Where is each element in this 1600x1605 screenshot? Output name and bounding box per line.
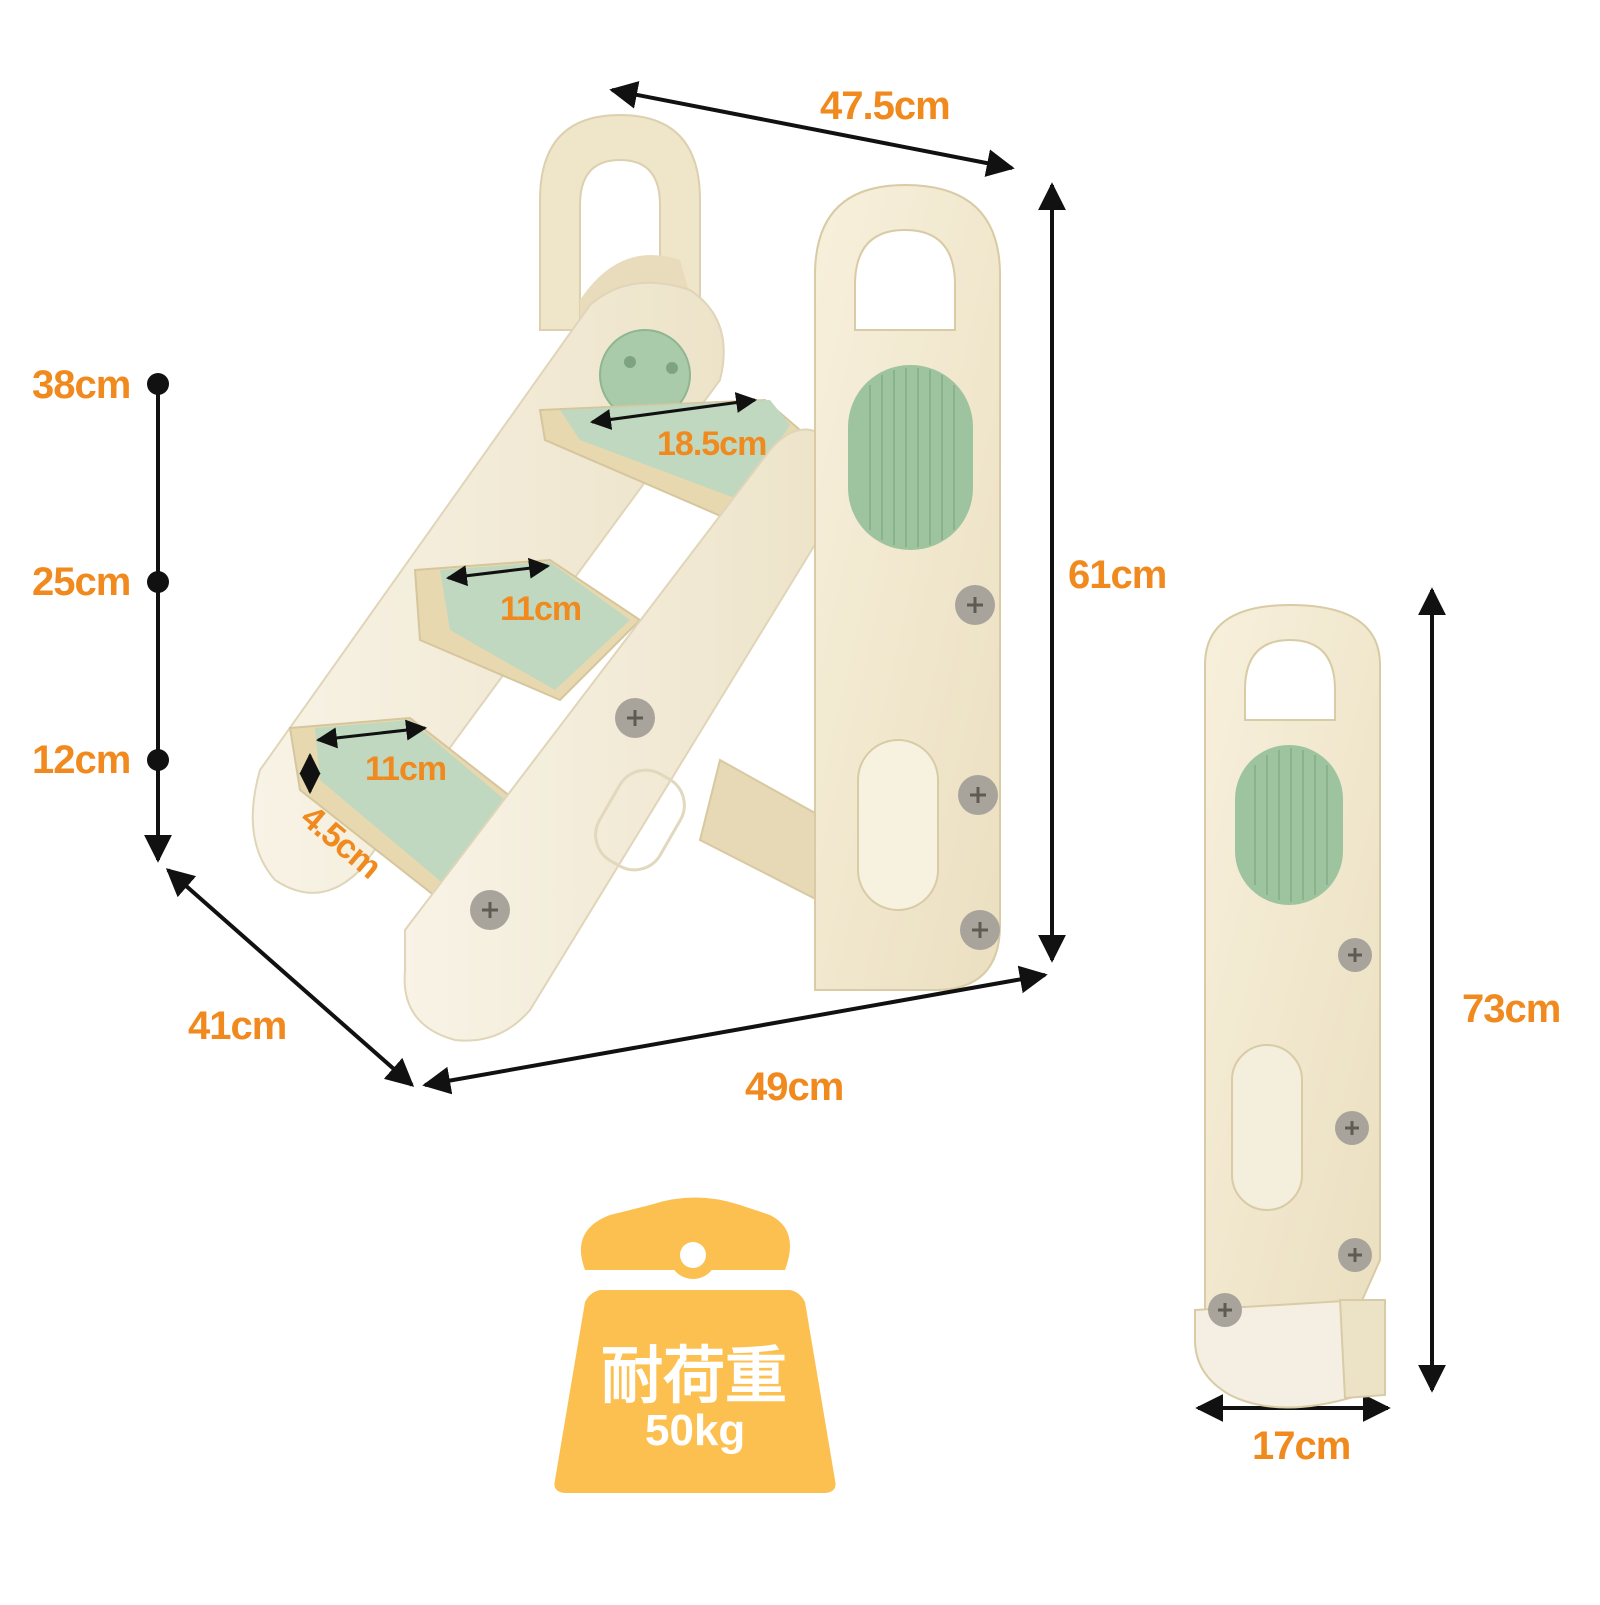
- label-step-top-width: 18.5cm: [657, 425, 767, 463]
- screw-icon: [615, 698, 655, 738]
- marker-dot: [147, 749, 169, 771]
- label-step-low-width: 11cm: [365, 750, 447, 788]
- load-capacity-value: 50kg: [645, 1406, 746, 1455]
- screw-icon: [1208, 1293, 1242, 1327]
- step-stool-unfolded: [251, 113, 1001, 1042]
- label-top-width: 47.5cm: [820, 84, 951, 128]
- label-folded-height: 73cm: [1462, 987, 1561, 1031]
- step-middle: [413, 558, 642, 702]
- weight-icon: [554, 1197, 836, 1493]
- label-step-height-top: 38cm: [32, 363, 131, 407]
- right-upright: [814, 183, 1001, 991]
- label-base-width: 49cm: [745, 1065, 844, 1109]
- label-step-mid-width: 11cm: [500, 590, 582, 628]
- height-markers: [147, 373, 169, 771]
- screw-icon: [960, 910, 1000, 950]
- label-height: 61cm: [1068, 553, 1167, 597]
- load-capacity-title: 耐荷重: [601, 1339, 788, 1412]
- step-low: [288, 716, 517, 902]
- marker-dot: [147, 571, 169, 593]
- label-step-height-low: 12cm: [32, 738, 131, 782]
- screw-icon: [955, 585, 995, 625]
- label-step-height-mid: 25cm: [32, 560, 131, 604]
- screw-icon: [470, 890, 510, 930]
- screw-icon: [958, 775, 998, 815]
- marker-dot: [147, 373, 169, 395]
- screw-icon: [1338, 1238, 1372, 1272]
- screw-icon: [1335, 1111, 1369, 1145]
- screw-icon: [1338, 938, 1372, 972]
- label-folded-width: 17cm: [1252, 1424, 1351, 1468]
- screws: [470, 585, 1000, 950]
- label-depth: 41cm: [188, 1004, 287, 1048]
- dimension-lines: [144, 81, 1446, 1422]
- step-stool-folded: [1194, 603, 1386, 1409]
